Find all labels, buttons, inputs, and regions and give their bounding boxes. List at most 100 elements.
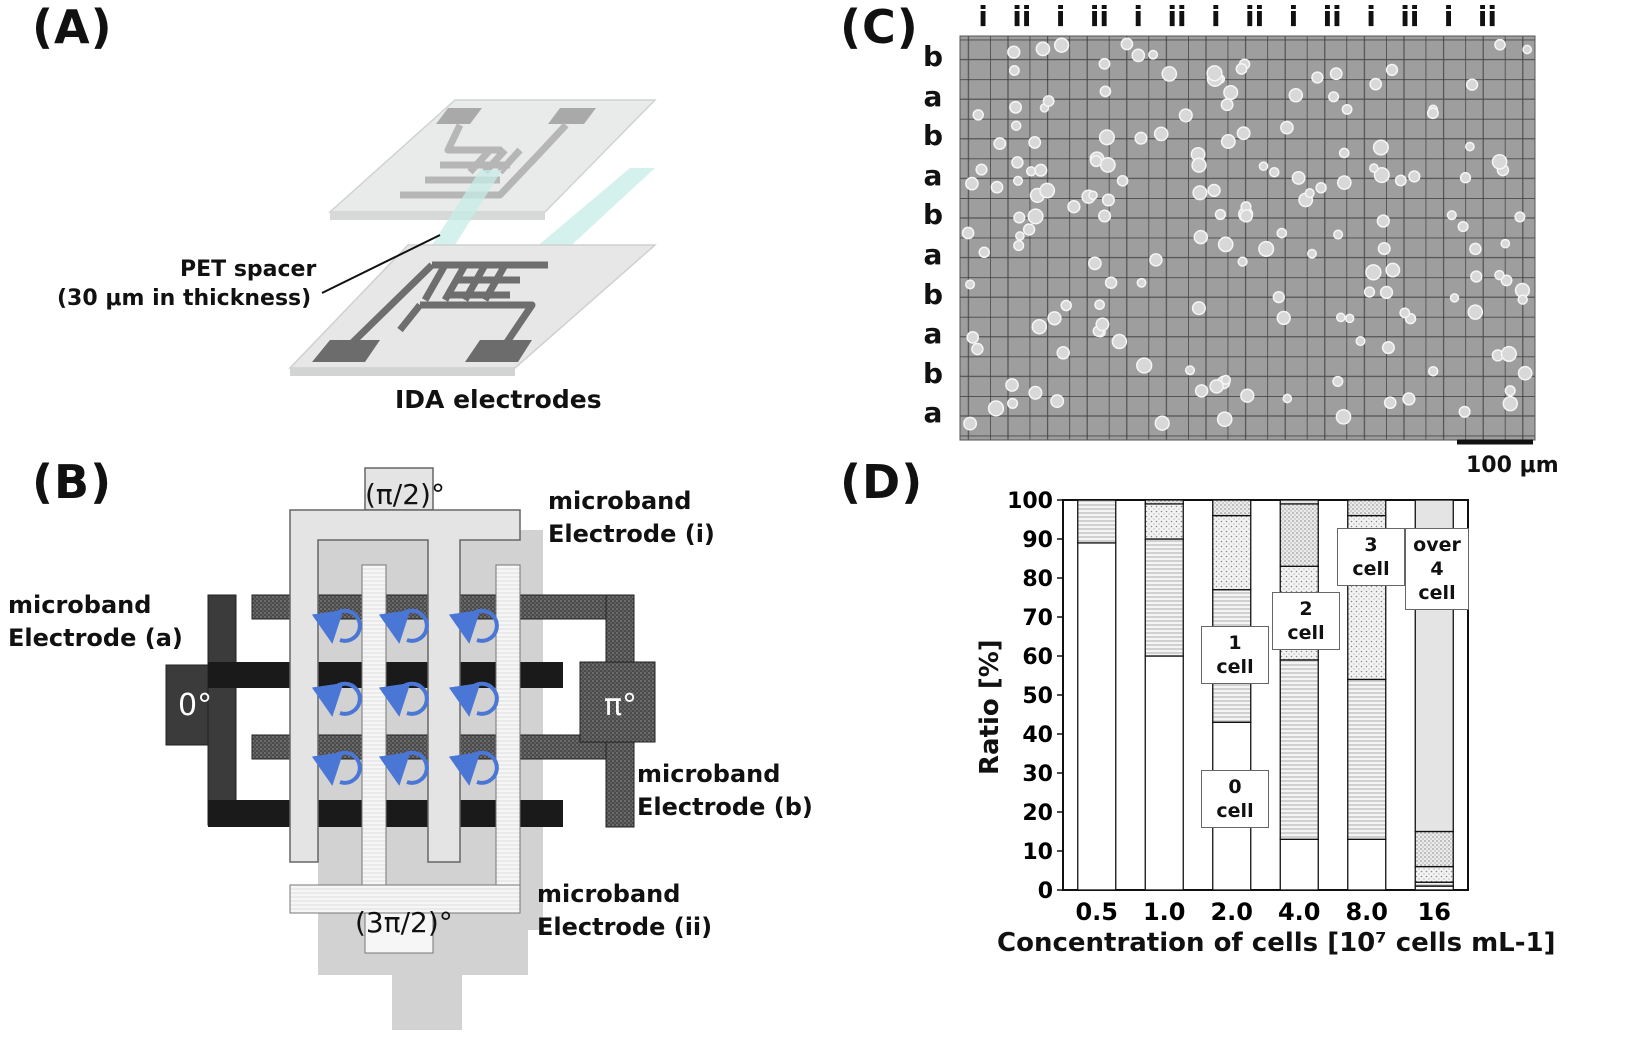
bar-segment xyxy=(1347,499,1387,517)
row-label: b xyxy=(922,40,944,73)
cell-marker xyxy=(1013,240,1025,252)
cell-marker xyxy=(1131,48,1146,63)
cell-marker xyxy=(993,137,1007,151)
cell-marker xyxy=(1025,166,1037,177)
cell-marker xyxy=(1005,378,1019,392)
panel-a-illustration xyxy=(288,99,657,376)
column-label: i xyxy=(1133,0,1143,33)
cell-marker xyxy=(1494,38,1506,51)
cell-marker xyxy=(1338,147,1350,159)
cell-marker xyxy=(1377,242,1391,256)
y-tick-label: 100 xyxy=(1007,489,1053,514)
electrode-a-label-2: Electrode (a) xyxy=(8,624,183,652)
cell-marker xyxy=(1500,345,1517,362)
cell-marker xyxy=(1385,262,1401,278)
cell-marker xyxy=(1458,405,1471,418)
cell-marker xyxy=(1015,231,1025,241)
cell-marker xyxy=(1399,307,1411,319)
cell-marker xyxy=(1028,385,1043,400)
cell-marker xyxy=(1446,210,1457,221)
y-tick-label: 60 xyxy=(1022,645,1053,670)
scale-bar-label: 100 μm xyxy=(1466,453,1559,478)
electrode-ii xyxy=(289,564,521,954)
cell-marker xyxy=(1491,153,1508,170)
bar-segment xyxy=(1077,499,1117,544)
pet-spacer-label: PET spacer xyxy=(180,257,317,282)
electrode-i xyxy=(289,467,521,863)
cell-marker xyxy=(1269,166,1280,178)
electrode-i-label-1: microband xyxy=(548,487,692,515)
cell-marker xyxy=(1355,336,1366,347)
cell-marker xyxy=(1161,66,1178,82)
ida-electrode-pattern xyxy=(347,261,548,348)
bar-segment xyxy=(1212,499,1252,517)
cell-marker xyxy=(1095,317,1110,332)
ida-electrodes-label: IDA electrodes xyxy=(395,385,602,414)
bar-segment xyxy=(1279,838,1319,891)
cell-marker xyxy=(1465,78,1479,91)
cell-marker xyxy=(1258,240,1275,257)
cell-marker xyxy=(1500,238,1511,249)
cell-marker xyxy=(1011,156,1024,169)
cell-marker xyxy=(1288,87,1304,103)
cell-marker xyxy=(1408,170,1421,183)
cell-marker xyxy=(1134,131,1148,145)
bar-segment xyxy=(1414,830,1454,868)
y-tick-label: 50 xyxy=(1022,684,1053,709)
cell-marker xyxy=(1239,209,1253,223)
cell-marker xyxy=(1050,394,1065,409)
cell-marker xyxy=(1522,44,1533,55)
cell-marker xyxy=(1502,395,1519,412)
row-label: b xyxy=(922,198,944,232)
cell-marker xyxy=(1184,365,1196,376)
cell-marker xyxy=(1094,299,1105,311)
column-label: ii xyxy=(1322,0,1342,33)
electrode-b-label-1: microband xyxy=(637,760,781,788)
x-tick-label: 16 xyxy=(1418,898,1451,926)
row-label: a xyxy=(923,396,943,430)
panel-b-illustration xyxy=(165,467,656,1030)
column-label: ii xyxy=(1089,0,1109,33)
annotation-text: 3 xyxy=(1364,534,1378,556)
row-label: b xyxy=(922,119,944,153)
cell-marker xyxy=(1402,392,1416,406)
cell-marker xyxy=(1514,211,1526,223)
cell-marker xyxy=(1035,41,1051,57)
panel-label-a: (A) xyxy=(32,0,113,54)
cell-marker xyxy=(975,163,988,176)
cell-marker xyxy=(965,279,976,290)
x-tick-label: 8.0 xyxy=(1345,898,1388,926)
annotation-text: cell xyxy=(1418,582,1456,604)
cell-marker xyxy=(1494,269,1505,281)
column-label: i xyxy=(1055,0,1066,33)
cell-marker xyxy=(1280,120,1294,135)
cell-marker xyxy=(1149,253,1163,267)
cell-marker xyxy=(1335,312,1346,323)
y-axis-label: Ratio [%] xyxy=(975,639,1005,775)
cell-marker xyxy=(1098,129,1115,146)
cell-marker xyxy=(1088,256,1102,271)
cell-marker xyxy=(1311,71,1324,84)
column-label: i xyxy=(1288,0,1299,33)
cell-marker xyxy=(1056,346,1070,360)
cell-marker xyxy=(1459,172,1472,184)
cell-marker xyxy=(978,246,990,259)
cell-marker xyxy=(1272,290,1285,304)
cell-marker xyxy=(1042,95,1055,108)
y-tick-label: 90 xyxy=(1022,528,1053,553)
cell-marker xyxy=(1333,229,1344,240)
panel-label-b: (B) xyxy=(32,455,113,509)
cell-marker xyxy=(1010,120,1022,131)
cell-marker xyxy=(1465,141,1475,152)
row-label: a xyxy=(923,238,943,271)
cell-marker xyxy=(1365,264,1382,281)
cell-marker xyxy=(1517,294,1528,305)
cell-marker xyxy=(1191,301,1206,316)
cell-marker xyxy=(1028,135,1042,149)
bar-segment xyxy=(1414,865,1454,883)
column-label: i xyxy=(1443,0,1454,33)
cell-marker xyxy=(1013,211,1026,224)
column-label: ii xyxy=(1400,0,1420,33)
bar-segment xyxy=(1347,678,1387,840)
